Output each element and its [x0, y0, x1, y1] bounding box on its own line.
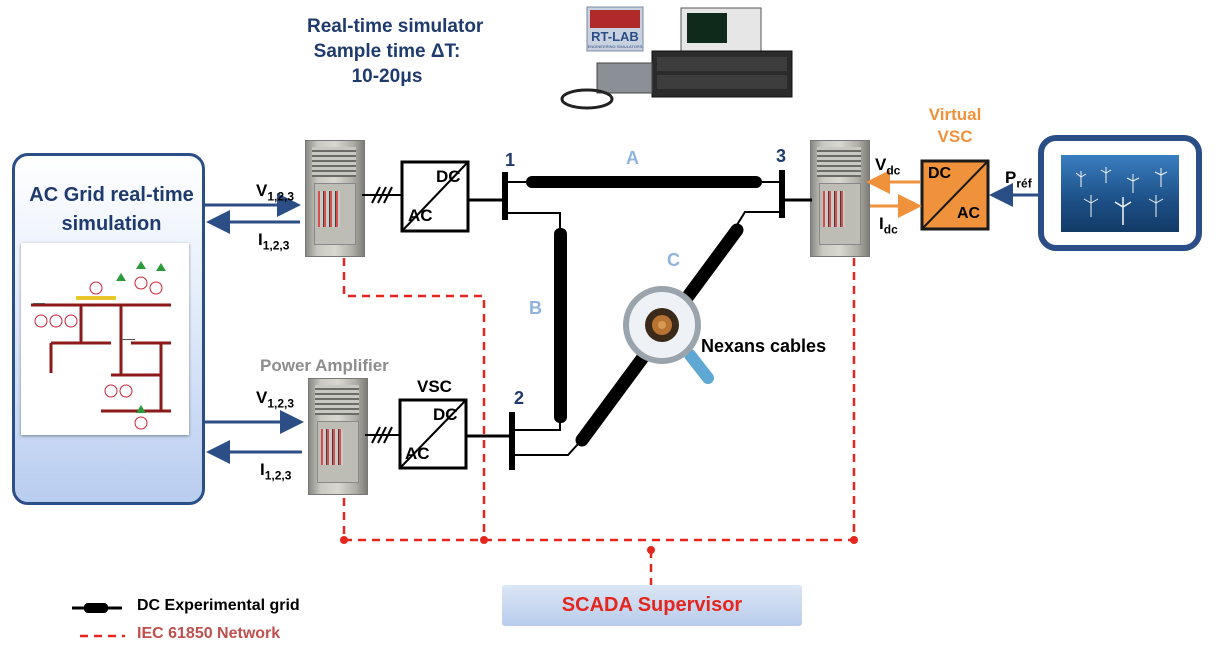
ac-grid-title-line1: AC Grid real-time: [29, 184, 194, 206]
ac-grid-schematic-thumbnail: [21, 243, 189, 435]
ac-grid-title-line2: simulation: [61, 213, 162, 235]
power-amplifier-label: Power Amplifier: [260, 356, 389, 375]
scada-supervisor-box: SCADA Supervisor: [502, 585, 802, 626]
cable-a: [505, 176, 782, 188]
converter-top-ac: AC: [408, 206, 433, 225]
three-phase-mark-bottom: [371, 426, 393, 444]
virtual-vsc-title-line1: Virtual: [928, 105, 982, 124]
offshore-wind-farm-panel: [1038, 135, 1202, 251]
node-3-label: 3: [776, 146, 787, 166]
cable-c-label: C: [667, 250, 680, 270]
rt-lab-logo-text: RT-LAB: [591, 29, 639, 44]
node-1-label: 1: [505, 150, 516, 170]
three-phase-mark-top: [371, 186, 393, 204]
v-label-bottom-main: V: [256, 388, 268, 407]
converter-top: [400, 160, 470, 233]
idc-label-main: I: [879, 214, 884, 233]
node-2-label: 2: [514, 388, 525, 408]
converter-bottom-dc: DC: [433, 405, 458, 424]
legend-dc-grid-symbol: [72, 603, 122, 613]
iec-61850-network: [342, 258, 856, 585]
v-label-top: V1,2,3: [256, 181, 294, 203]
virtual-vsc-title: Virtual VSC: [915, 104, 995, 148]
nexans-cables-label: Nexans cables: [701, 336, 827, 356]
pref-label-main: P: [1005, 168, 1017, 187]
wind-farm-image: [1061, 155, 1179, 232]
i-label-bottom: I1,2,3: [260, 460, 291, 482]
i-label-top-sub: 1,2,3: [262, 238, 290, 253]
power-amplifier-node3: [810, 140, 870, 257]
cable-b-label: B: [529, 298, 542, 318]
power-amplifier-bottom: [308, 378, 368, 495]
virtual-vsc-ac: AC: [957, 205, 981, 222]
i-label-top-main: I: [258, 230, 263, 249]
converter-bottom-title: VSC: [417, 377, 452, 396]
cable-a-label: A: [626, 148, 639, 168]
converter-top-dc: DC: [436, 167, 461, 186]
network-junctions: [340, 536, 858, 554]
i-label-bottom-main: I: [260, 460, 265, 479]
simulator-title-line3: 10-20μs: [351, 66, 423, 87]
i-label-bottom-sub: 1,2,3: [264, 468, 292, 483]
idc-label: Idc: [879, 214, 898, 236]
simulator-title-line1: Real-time simulator: [307, 16, 484, 37]
virtual-vsc-title-line2: VSC: [937, 127, 973, 146]
legend-iec-label: IEC 61850 Network: [137, 625, 281, 642]
v-label-top-sub: 1,2,3: [267, 189, 295, 204]
v-label-bottom-sub: 1,2,3: [267, 396, 295, 411]
legend-dc-grid-label: DC Experimental grid: [137, 597, 300, 614]
simulator-title-line2: Sample time ΔT:: [313, 41, 461, 62]
i-label-top: I1,2,3: [258, 230, 289, 252]
vdc-label-sub: dc: [886, 163, 901, 178]
cable-b: [505, 212, 567, 431]
vdc-label: Vdc: [875, 155, 900, 177]
converter-bottom-ac: AC: [405, 444, 430, 463]
power-amplifier-top: [305, 140, 365, 257]
pref-label-sub: réf: [1016, 176, 1032, 191]
rt-lab-simulator-image: RT-LAB ENGINEERING SIMULATORS: [557, 5, 797, 112]
idc-label-sub: dc: [883, 222, 898, 237]
pref-label: Préf: [1005, 168, 1032, 190]
converter-bottom: [398, 398, 468, 470]
magnifier-icon: [623, 286, 714, 384]
v-label-bottom: V1,2,3: [256, 388, 294, 410]
virtual-vsc-dc: DC: [928, 165, 952, 182]
v-label-top-main: V: [256, 181, 268, 200]
scada-supervisor-label: SCADA Supervisor: [561, 594, 743, 616]
simulator-title: Real-time simulator Sample time ΔT: 10-2…: [307, 14, 484, 89]
ac-grid-title: AC Grid real-time simulation: [15, 181, 208, 239]
rt-lab-logo-sub: ENGINEERING SIMULATORS: [588, 44, 643, 49]
virtual-vsc-converter: [920, 159, 990, 231]
vdc-label-main: V: [875, 155, 887, 174]
